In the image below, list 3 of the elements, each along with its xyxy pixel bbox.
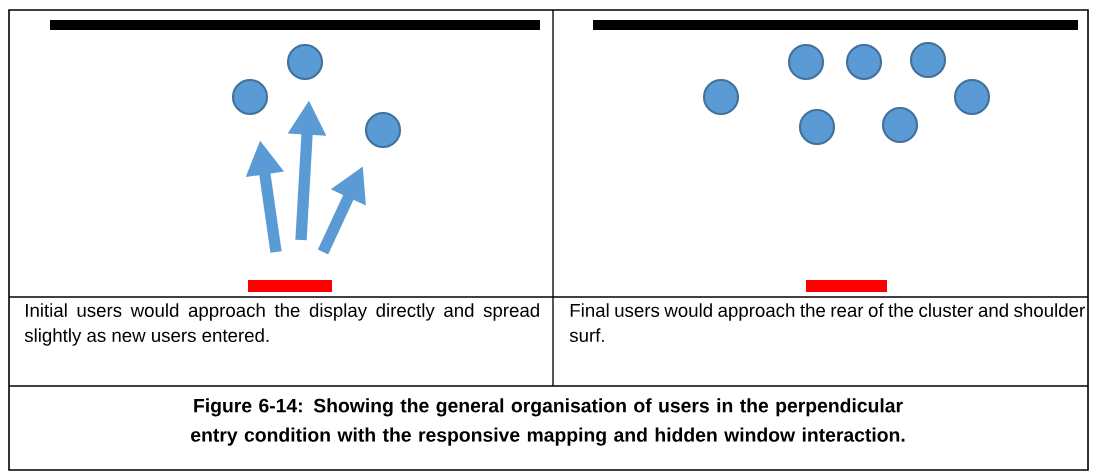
cell-text: Final users would approach the rear of the cluster and shoulder surf. [569, 303, 1085, 343]
cell-text: Initial users would approach the display directly and spread slightly as new users entered. [24, 303, 539, 346]
figure-caption: Figure 6-14: Showing the general organisation of users in the perpendicular entry condition with the responsive mapping and hidden window interaction. [191, 398, 905, 446]
